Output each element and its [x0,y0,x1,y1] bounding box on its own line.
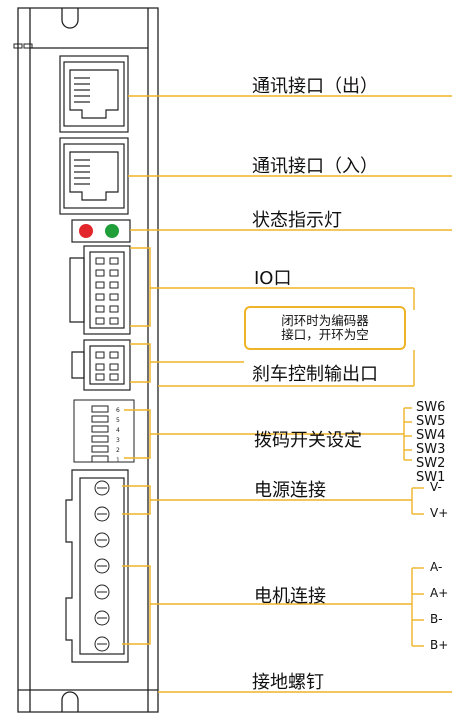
dip-switch-name: SW4 [416,428,446,443]
dip-number: 2 [116,447,120,454]
motor-pin-label: B- [430,612,443,626]
dip-switch-name: SW6 [416,400,446,415]
rj45-port-in [59,137,129,215]
power-pin-label: V- [430,480,442,494]
label-comm-out: 通讯接口（出） [252,76,378,97]
encoder-note-line2: 接口，开环为空 [281,327,369,342]
brake-connector [71,339,131,391]
dip-number: 4 [116,427,120,434]
encoder-note-line1: 闭环时为编码器 [281,313,369,328]
led-green [105,224,119,238]
label-io-port: IO口 [254,268,292,289]
leader-lines [122,95,452,693]
led-red [79,224,93,238]
dip-switch-name: SW3 [416,442,446,457]
dip-number: 3 [116,437,120,444]
label-power-conn: 电源连接 [254,480,326,501]
dip-number: 1 [116,457,120,464]
power-pin-label: V+ [430,506,449,520]
motor-pin-label: A- [430,560,443,574]
dip-number: 6 [116,407,120,414]
top-marks [13,43,33,49]
label-comm-in: 通讯接口（入） [252,156,378,177]
dip-number: 5 [116,417,120,424]
status-led-block [71,219,131,243]
io-connector [69,245,131,335]
label-status-led: 状态指示灯 [252,210,342,231]
motor-pin-label: B+ [430,638,449,652]
label-dip-switch: 拨码开关设定 [254,430,362,451]
label-ground-screw: 接地螺钉 [252,672,324,693]
label-brake-output: 刹车控制输出口 [252,364,378,385]
terminal-block [65,469,129,663]
dip-switch-name: SW2 [416,456,446,471]
label-motor-conn: 电机连接 [254,586,326,607]
dip-switch-block [73,399,135,463]
encoder-note: 闭环时为编码器 接口，开环为空 [244,306,406,350]
rj45-port-out [59,55,129,133]
dip-numbers: 6 5 4 3 2 1 [116,407,120,464]
motor-pin-label: A+ [430,586,449,600]
dip-switch-name: SW1 [416,470,446,485]
dip-switch-name: SW5 [416,414,446,429]
device-body [17,7,159,713]
